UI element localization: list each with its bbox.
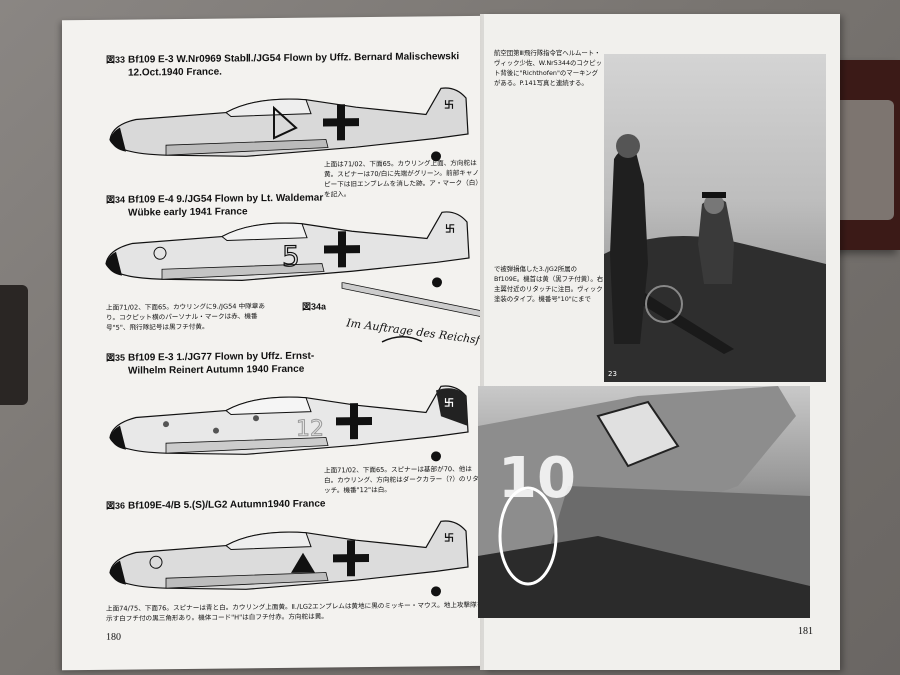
figure-34a-script: Im Auftrage des Reichsführers: [345, 316, 482, 351]
figure-34a-inset: Im Auftrage des Reichsführers: [341, 281, 482, 351]
top-photo-caption: 航空団第Ⅲ飛行隊指令官ヘルムート・ヴィック少佐、W.Nr5344のコクピット背後…: [494, 49, 602, 87]
top-photo-number: 23: [608, 370, 617, 378]
bottom-photo-caption: で被弾損傷した3./JG2所属のBf109E。機首は黄（黒フチ付黄）。右主翼付近…: [494, 265, 604, 303]
svg-text:卐: 卐: [444, 99, 454, 111]
figure-36-aircraft: 卐: [109, 520, 469, 597]
binder-clip: [0, 285, 28, 405]
svg-text:卐: 卐: [444, 532, 454, 544]
top-photo: 23: [604, 54, 826, 382]
figure-35-aircraft: 12 卐: [109, 385, 469, 462]
figure-34-aircraft: 5 卐: [105, 211, 470, 288]
figure-36-note: 上面74/75、下面76。スピナーは青と白。カウリング上面黄。Ⅱ./LG2エンブ…: [106, 600, 484, 623]
left-page-number: 180: [106, 631, 121, 643]
figure-34-note: 上面71/02、下面65。カウリングに9./JG54 中隊章あり。コクピット横の…: [106, 302, 265, 332]
figure-34-number: 5: [282, 240, 300, 273]
bottom-photo: 10: [478, 386, 810, 618]
svg-text:卐: 卐: [444, 397, 454, 409]
right-page: 航空団第Ⅲ飛行隊指令官ヘルムート・ヴィック少佐、W.Nr5344のコクピット背後…: [478, 14, 840, 670]
figure-34a-label: 図34a: [302, 301, 327, 312]
right-page-number: 181: [798, 626, 813, 637]
figure-35-number: 12: [296, 417, 324, 442]
figure-35-note: 上面71/02、下面65。スピナーは基部が70、他は白。カウリング、方向舵はダー…: [324, 464, 479, 495]
bottom-photo-code: 10: [498, 446, 576, 511]
figure-33-aircraft: 卐: [109, 87, 469, 162]
svg-text:卐: 卐: [445, 223, 455, 235]
